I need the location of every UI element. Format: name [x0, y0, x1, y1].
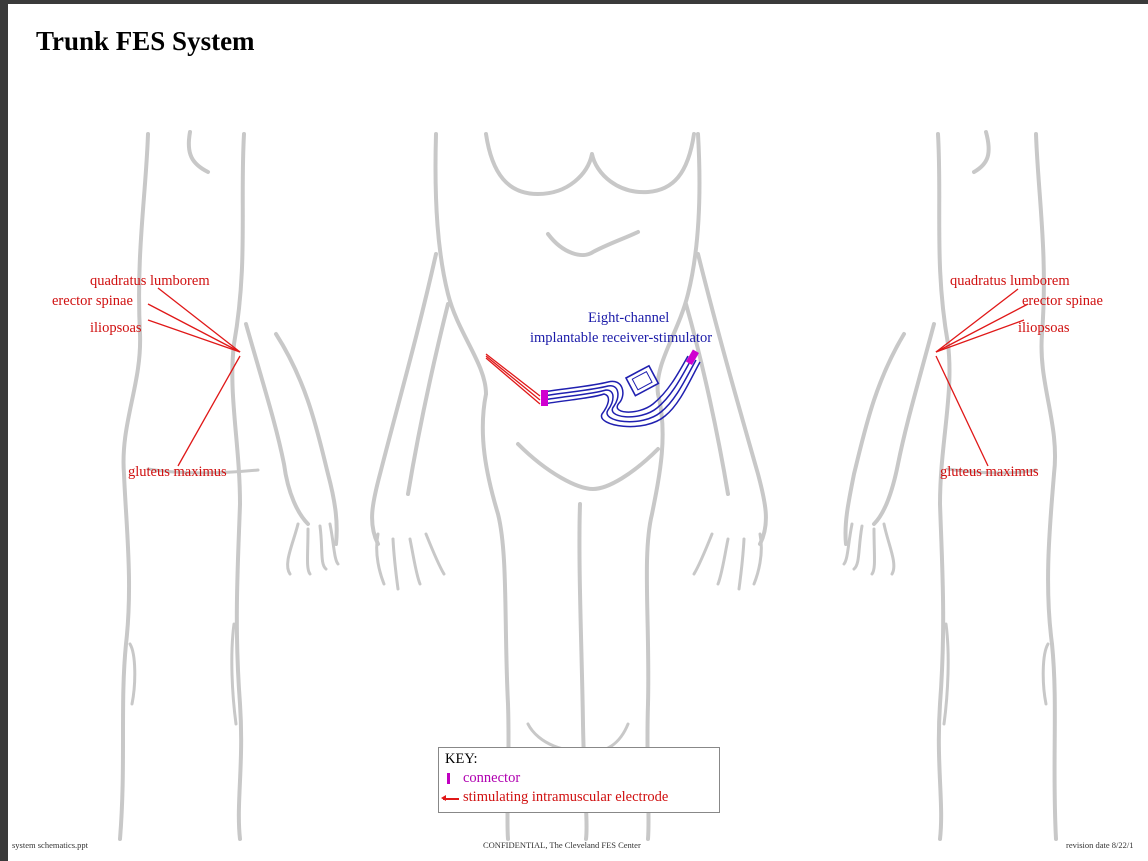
- left-muscle-labels: quadratus lumborem erector spinae iliops…: [52, 273, 240, 480]
- footer-filename: system schematics.ppt: [12, 840, 88, 850]
- label-gluteus-right: gluteus maximus: [940, 464, 1039, 480]
- front-body-outline: [372, 134, 766, 839]
- left-side-body-outline: [120, 132, 338, 839]
- label-iliopsoas-left: iliopsoas: [90, 320, 142, 336]
- receiver-stimulator-body: [626, 366, 658, 396]
- slide: Trunk FES System: [8, 4, 1148, 861]
- lead-iliopsoas-right: [936, 320, 1024, 352]
- electrode-arrow-icon: [443, 798, 459, 800]
- label-erector-left: erector spinae: [52, 293, 133, 309]
- lead-erector-left: [148, 304, 240, 352]
- key-title: KEY:: [445, 751, 478, 768]
- footer-confidential: CONFIDENTIAL, The Cleveland FES Center: [483, 840, 641, 850]
- key-electrode-label: stimulating intramuscular electrode: [463, 789, 668, 806]
- label-erector-right: erector spinae: [1022, 293, 1103, 309]
- label-quadratus-left: quadratus lumborem: [90, 273, 210, 289]
- label-quadratus-right: quadratus lumborem: [950, 273, 1070, 289]
- label-iliopsoas-right: iliopsoas: [1018, 320, 1070, 336]
- lead-quadratus-left: [158, 288, 240, 352]
- right-muscle-labels: quadratus lumborem erector spinae iliops…: [936, 273, 1103, 480]
- lead-erector-right: [936, 304, 1028, 352]
- label-gluteus-left: gluteus maximus: [128, 464, 227, 480]
- stimulator-label-line1: Eight-channel: [588, 310, 669, 326]
- lead-center-3: [486, 358, 540, 404]
- lead-center-2: [486, 356, 540, 400]
- right-side-body-outline: [844, 132, 1056, 839]
- lead-iliopsoas-left: [148, 320, 240, 352]
- connector-left: [541, 390, 548, 406]
- key-legend: KEY: connector stimulating intramuscular…: [438, 747, 720, 813]
- footer-revision-date: revision date 8/22/1: [1066, 840, 1134, 850]
- body-schematic: quadratus lumborem erector spinae iliops…: [8, 4, 1148, 861]
- lead-gluteus-left: [178, 356, 240, 466]
- lead-center-1: [486, 354, 540, 396]
- connector-symbol-icon: [447, 773, 450, 784]
- key-connector-label: connector: [463, 770, 520, 787]
- lead-quadratus-right: [936, 289, 1018, 352]
- stimulator-label-line2: implantable receiver-stimulator: [530, 330, 712, 346]
